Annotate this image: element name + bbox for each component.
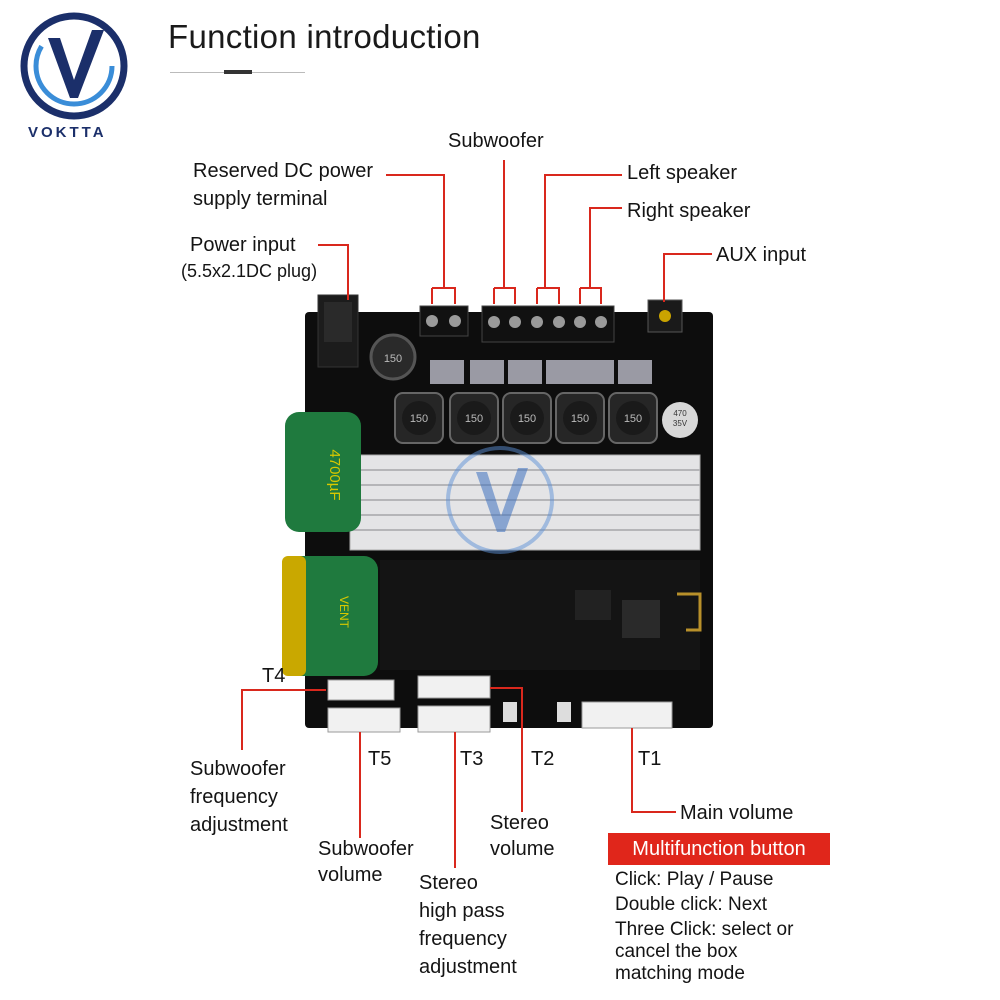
multifunction-line-double-click: Double click: Next — [615, 894, 768, 915]
label-t1: T1 — [638, 748, 662, 770]
label-sub-freq-line3: adjustment — [190, 814, 288, 836]
capacitor-value-marking: 470 — [673, 409, 687, 418]
label-power-input-spec: (5.5x2.1DC plug) — [181, 261, 318, 281]
label-power-input: Power input — [190, 234, 296, 256]
label-t5: T5 — [368, 748, 392, 770]
label-stereo-vol-line2: volume — [490, 838, 555, 860]
capacitor-4700uf-marking: 4700µF — [326, 449, 343, 500]
multifunction-line-mode: matching mode — [615, 963, 745, 984]
logo-emblem-icon — [20, 12, 128, 120]
inductor-marking: 150 — [465, 413, 483, 425]
label-t3: T3 — [460, 748, 484, 770]
label-stereo-hp-line3: frequency — [419, 928, 507, 950]
label-t4: T4 — [262, 665, 286, 687]
label-sub-freq-line1: Subwoofer — [190, 758, 286, 780]
inductor-marking: 150 — [624, 413, 642, 425]
label-stereo-vol-line1: Stereo — [490, 812, 549, 834]
page-title: Function introduction — [168, 18, 481, 55]
label-stereo-hp-line1: Stereo — [419, 872, 478, 894]
label-right-speaker: Right speaker — [627, 200, 751, 222]
label-stereo-hp-line2: high pass — [419, 900, 505, 922]
multifunction-line-three-click: Three Click: select or — [615, 919, 794, 940]
brand-name: VOKTTA — [28, 124, 107, 141]
label-main-volume: Main volume — [680, 802, 794, 824]
label-aux-input: AUX input — [716, 244, 807, 266]
inductor-marking: 150 — [518, 413, 536, 425]
title-accent-bar — [224, 70, 252, 74]
inductor-marking-small: 150 — [384, 353, 402, 365]
label-sub-vol-line2: volume — [318, 864, 383, 886]
inductor-marking: 150 — [571, 413, 589, 425]
label-reserved-dc-line1: Reserved DC power — [193, 160, 374, 182]
capacitor-vent-marking: VENT — [337, 596, 351, 629]
label-t2: T2 — [531, 748, 555, 770]
capacitor-rating-marking: 35V — [673, 419, 688, 428]
multifunction-line-cancel: cancel the box — [615, 941, 738, 962]
inductor-marking: 150 — [410, 413, 428, 425]
multifunction-line-click: Click: Play / Pause — [615, 869, 774, 890]
label-reserved-dc-line2: supply terminal — [193, 188, 328, 210]
label-subwoofer: Subwoofer — [448, 130, 544, 152]
label-stereo-hp-line4: adjustment — [419, 956, 517, 978]
label-sub-freq-line2: frequency — [190, 786, 278, 808]
multifunction-button-title: Multifunction button — [608, 833, 830, 865]
label-left-speaker: Left speaker — [627, 162, 738, 184]
label-sub-vol-line1: Subwoofer — [318, 838, 414, 860]
